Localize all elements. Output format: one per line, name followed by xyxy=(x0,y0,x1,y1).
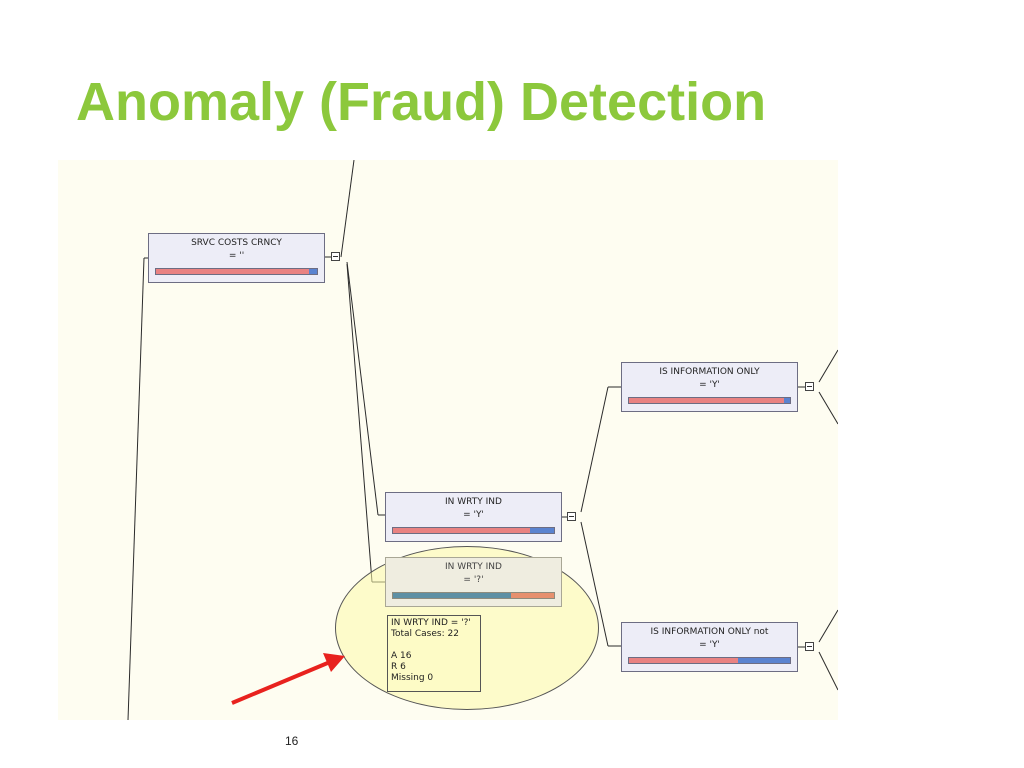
node-name: IS INFORMATION ONLY not xyxy=(650,627,769,637)
connector-line xyxy=(340,160,355,258)
collapse-toggle-icon[interactable] xyxy=(805,382,814,391)
node-distribution-bar xyxy=(628,397,791,404)
connector-line xyxy=(818,349,838,383)
node-name: IS INFORMATION ONLY xyxy=(659,367,760,377)
connector-line xyxy=(818,651,838,691)
tree-node-srvc-costs-crncy[interactable]: SRVC COSTS CRNCY = '' xyxy=(148,233,325,283)
tooltip-class-a: A 16 xyxy=(391,651,412,661)
node-name: IN WRTY IND xyxy=(445,562,502,572)
page-number: 16 xyxy=(285,734,299,748)
collapse-toggle-icon[interactable] xyxy=(331,252,340,261)
tree-node-is-information-only-not[interactable]: IS INFORMATION ONLY not = 'Y' xyxy=(621,622,798,672)
connector-line xyxy=(580,386,609,513)
tooltip-heading: IN WRTY IND = '?' xyxy=(391,618,471,628)
collapse-toggle-icon[interactable] xyxy=(805,642,814,651)
tree-node-in-wrty-ind-question[interactable]: IN WRTY IND = '?' xyxy=(385,557,562,607)
connector-line xyxy=(346,263,373,583)
connector-line xyxy=(818,391,838,425)
distribution-segment xyxy=(393,528,530,533)
connector-line xyxy=(127,257,145,720)
tooltip-missing: Missing 0 xyxy=(391,673,434,683)
node-condition: = '?' xyxy=(463,575,484,585)
node-distribution-bar xyxy=(155,268,318,275)
tree-node-is-information-only[interactable]: IS INFORMATION ONLY = 'Y' xyxy=(621,362,798,412)
distribution-segment xyxy=(393,593,511,598)
distribution-segment xyxy=(156,269,309,274)
connector-line xyxy=(580,521,609,647)
distribution-segment xyxy=(308,269,317,274)
collapse-toggle-icon[interactable] xyxy=(567,512,576,521)
slide-title: Anomaly (Fraud) Detection xyxy=(76,72,767,132)
node-condition: = 'Y' xyxy=(699,640,720,650)
tree-node-in-wrty-ind-y[interactable]: IN WRTY IND = 'Y' xyxy=(385,492,562,542)
node-condition: = 'Y' xyxy=(699,380,720,390)
distribution-segment xyxy=(783,398,790,403)
tooltip-total-cases: Total Cases: 22 xyxy=(391,629,459,639)
distribution-segment xyxy=(629,398,784,403)
distribution-segment xyxy=(629,658,739,663)
tooltip-class-r: R 6 xyxy=(391,662,406,672)
node-distribution-bar xyxy=(628,657,791,664)
distribution-segment xyxy=(529,528,554,533)
decision-tree-panel: SRVC COSTS CRNCY = '' IS INFORMATION ONL… xyxy=(58,160,838,720)
distribution-segment xyxy=(738,658,790,663)
node-condition: = 'Y' xyxy=(463,510,484,520)
node-condition: = '' xyxy=(228,251,245,261)
connector-line xyxy=(818,609,838,643)
node-distribution-bar xyxy=(392,592,555,599)
node-name: IN WRTY IND xyxy=(445,497,502,507)
connector-line xyxy=(346,261,379,516)
node-name: SRVC COSTS CRNCY xyxy=(191,238,282,248)
node-tooltip: IN WRTY IND = '?' Total Cases: 22 A 16 R… xyxy=(387,615,481,692)
distribution-segment xyxy=(510,593,554,598)
node-distribution-bar xyxy=(392,527,555,534)
